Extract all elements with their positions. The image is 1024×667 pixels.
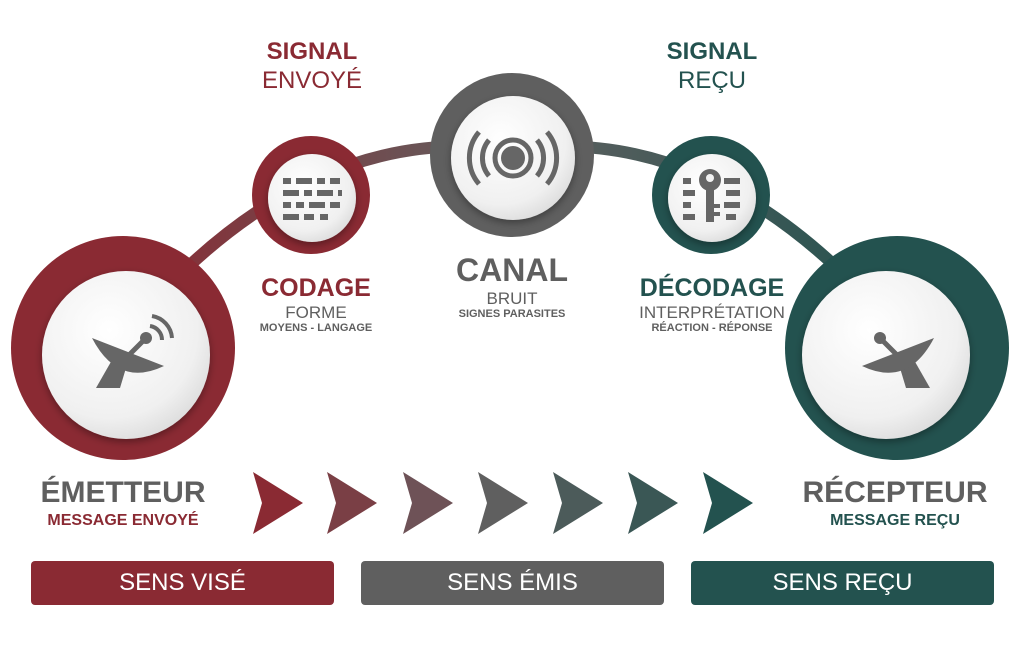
broadcast-signal-icon	[466, 130, 560, 186]
receiver-title: RÉCEPTEUR	[802, 476, 988, 509]
coding-node	[252, 136, 370, 254]
signal-sent-title: SIGNAL	[266, 38, 358, 65]
signal-received-title: SIGNAL	[666, 38, 758, 65]
binary-code-icon	[283, 178, 342, 220]
signal-received-subtitle: REÇU	[677, 67, 746, 94]
coding-line2: MOYENS - LANGAGE	[259, 322, 373, 334]
emitted-meaning-label: SENS ÉMIS	[447, 569, 578, 596]
decoding-title: DÉCODAGE	[639, 274, 785, 302]
flow-arrow	[253, 472, 303, 534]
channel-line1: BRUIT	[486, 289, 538, 308]
received-meaning-bar: SENS REÇU	[691, 561, 994, 605]
satellite-dish-icon	[92, 314, 174, 388]
sender-subtitle: MESSAGE ENVOYÉ	[47, 512, 199, 529]
emitted-meaning-bar: SENS ÉMIS	[361, 561, 664, 605]
coding-line1: FORME	[285, 303, 347, 322]
key-code-icon	[683, 169, 740, 222]
satellite-dish-icon	[862, 332, 934, 388]
channel-title: CANAL	[456, 252, 568, 288]
flow-arrows	[253, 472, 753, 534]
decoding-node	[652, 136, 770, 254]
received-meaning-label: SENS REÇU	[772, 569, 913, 596]
flow-arrow	[327, 472, 377, 534]
flow-arrow	[703, 472, 753, 534]
intended-meaning-bar: SENS VISÉ	[31, 561, 334, 605]
receiver-subtitle: MESSAGE REÇU	[830, 512, 960, 529]
signal-sent-subtitle: ENVOYÉ	[261, 67, 363, 94]
flow-arrow	[478, 472, 528, 534]
channel-line2: SIGNES PARASITES	[458, 308, 566, 320]
coding-title: CODAGE	[261, 274, 371, 302]
flow-arrow	[628, 472, 678, 534]
flow-arrow	[553, 472, 603, 534]
sender-title: ÉMETTEUR	[40, 476, 206, 509]
decoding-line2: RÉACTION - RÉPONSE	[651, 322, 773, 334]
intended-meaning-label: SENS VISÉ	[119, 569, 246, 596]
channel-node	[430, 73, 594, 237]
decoding-line1: INTERPRÉTATION	[639, 303, 785, 322]
receiver-node	[785, 236, 1009, 460]
sender-node	[11, 236, 235, 460]
flow-arrow	[403, 472, 453, 534]
